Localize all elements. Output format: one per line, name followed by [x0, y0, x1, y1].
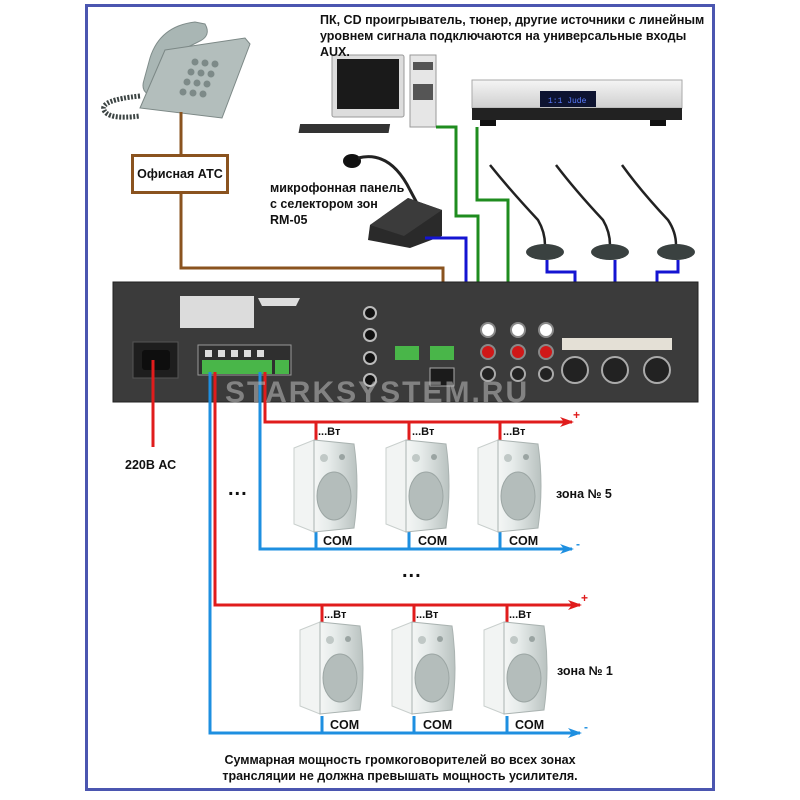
- zone-1-lines: [208, 372, 582, 738]
- plus-sign: +: [573, 408, 581, 422]
- office-pbx-label: Офисная АТС: [137, 167, 223, 181]
- ellipsis-zones-between: ...: [402, 560, 422, 582]
- mic-panel-label-line: с селектором зон: [270, 197, 378, 211]
- zone-5-label: зона № 5: [556, 487, 612, 501]
- power-label: 220В АС: [125, 458, 177, 472]
- speakers: [293, 439, 548, 715]
- gooseneck-mics: [489, 164, 695, 260]
- wall-speaker-icon: [293, 439, 358, 533]
- total-power-note-line: Суммарная мощность громкоговорителей во …: [224, 753, 576, 767]
- mic-panel-model: RM-05: [270, 213, 308, 227]
- speaker-power-label: ...Вт: [509, 609, 532, 621]
- zone-1-label: зона № 1: [557, 664, 613, 678]
- speaker-com-label: COM: [323, 534, 353, 548]
- speaker-power-label: ...Вт: [503, 426, 526, 438]
- svg-text:1:1 Jude: 1:1 Jude: [548, 97, 587, 106]
- aux-sources-note-line: уровнем сигнала подключаются на универса…: [320, 29, 687, 59]
- plus-sign: +: [581, 591, 589, 605]
- total-power-note: Суммарная мощность громкоговорителей во …: [200, 752, 600, 784]
- telephone-icon: [101, 21, 251, 120]
- wall-speaker-icon: [483, 621, 548, 715]
- speaker-power-label: ...Вт: [318, 426, 341, 438]
- minus-sign: -: [584, 720, 588, 734]
- mic-panel-label: микрофонная панель с селектором зон RM-0…: [270, 180, 404, 228]
- aux-wires: [436, 125, 510, 352]
- office-pbx-box: Офисная АТС: [131, 154, 229, 194]
- speaker-com-label: COM: [330, 718, 360, 732]
- aux-sources-note-line: ПК, CD проигрыватель, тюнер, другие исто…: [320, 13, 705, 27]
- gooseneck-mic-icon: [489, 164, 564, 260]
- speaker-com-label: COM: [515, 718, 545, 732]
- aux-sources-note: ПК, CD проигрыватель, тюнер, другие исто…: [320, 12, 710, 60]
- speaker-power-label: ...Вт: [324, 609, 347, 621]
- mic-panel-icon: [343, 154, 442, 248]
- zone-5-lines: [258, 372, 574, 554]
- speaker-com-label: COM: [418, 534, 448, 548]
- wall-speaker-icon: [299, 621, 364, 715]
- watermark: STARKSYSTEM.RU: [225, 376, 530, 409]
- speaker-power-label: ...Вт: [412, 426, 435, 438]
- cd-player-icon: 1:1 Jude: [471, 79, 683, 126]
- wall-speaker-icon: [477, 439, 542, 533]
- total-power-note-line: трансляции не должна превышать мощность …: [222, 769, 578, 783]
- minus-sign: -: [576, 537, 580, 551]
- diagram-frame: [85, 4, 715, 791]
- mic-panel-label-line: микрофонная панель: [270, 181, 405, 195]
- gooseneck-mic-icon: [555, 164, 629, 260]
- wall-speaker-icon: [385, 439, 450, 533]
- computer-icon: [298, 54, 437, 133]
- ellipsis-zones-left: ...: [228, 478, 248, 500]
- speaker-com-label: COM: [423, 718, 453, 732]
- speaker-com-label: COM: [509, 534, 539, 548]
- speaker-power-label: ...Вт: [416, 609, 439, 621]
- wall-speaker-icon: [391, 621, 456, 715]
- gooseneck-mic-icon: [620, 164, 695, 260]
